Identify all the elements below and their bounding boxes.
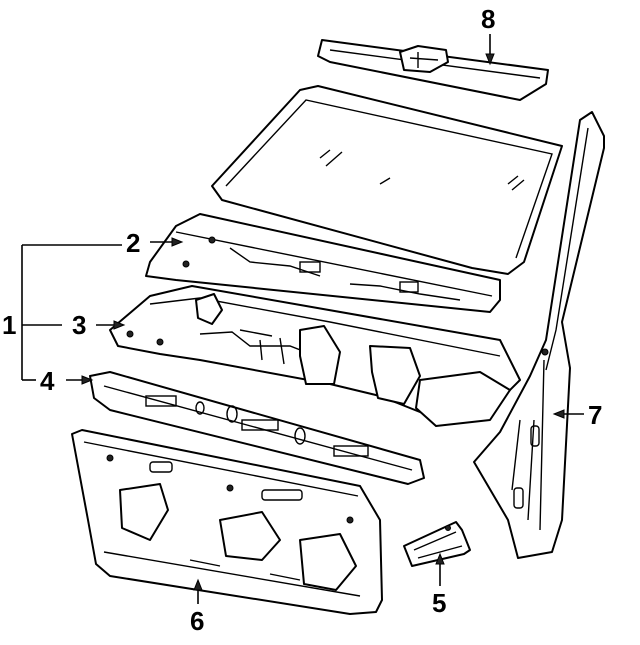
callout-4: 4 <box>40 366 55 396</box>
callout-6: 6 <box>190 606 204 636</box>
roof-header-panel <box>317 39 549 101</box>
callout-7: 7 <box>588 400 602 430</box>
lower-dash-crossmember <box>89 371 425 485</box>
bracket <box>403 521 471 567</box>
dash-panel <box>71 429 383 615</box>
cowl-reinforcement <box>109 285 521 427</box>
arrow-2 <box>171 237 184 247</box>
arrow-7 <box>552 409 565 419</box>
callout-3: 3 <box>72 310 86 340</box>
arrow-6 <box>193 578 203 591</box>
callout-labels: 1 2 3 4 5 6 7 8 <box>2 4 602 636</box>
callout-5: 5 <box>432 588 446 618</box>
leader-lines <box>21 34 584 604</box>
windshield-pillar <box>473 111 605 559</box>
arrow-5 <box>435 552 445 565</box>
callout-2: 2 <box>126 228 140 258</box>
arrow-3 <box>113 320 126 330</box>
windshield-glass <box>211 85 563 275</box>
arrow-4 <box>81 375 94 385</box>
arrow-8 <box>485 53 495 66</box>
upper-cowl-panel <box>145 213 501 313</box>
callout-8: 8 <box>481 4 495 34</box>
callout-1: 1 <box>2 310 16 340</box>
